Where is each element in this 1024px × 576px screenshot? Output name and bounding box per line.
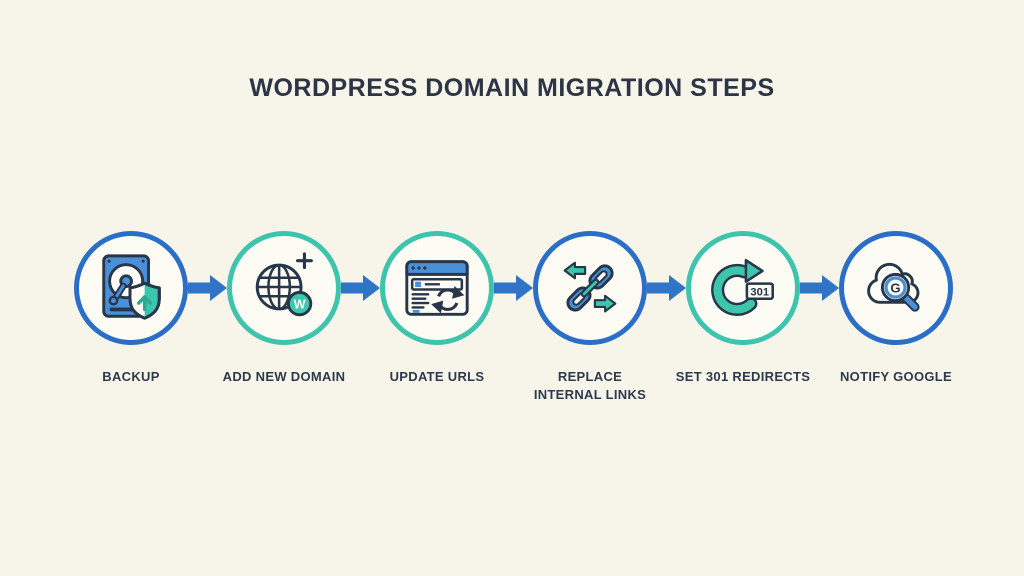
arrow-right-icon <box>800 231 839 345</box>
google-letter: G <box>890 280 900 295</box>
step-label: REPLACE INTERNAL LINKS <box>533 369 647 402</box>
browser-refresh-icon <box>405 260 469 316</box>
step-add-new-domain: W ADD NEW DOMAIN <box>223 231 345 384</box>
page-title: WORDPRESS DOMAIN MIGRATION STEPS <box>249 74 775 102</box>
wordpress-letter: W <box>294 297 306 311</box>
arrow-left-icon <box>563 261 587 280</box>
chain-links-swap-icon <box>563 261 617 313</box>
step-replace-internal-links: REPLACE INTERNAL LINKS <box>533 231 647 402</box>
hard-drive-backup-shield-icon <box>102 254 161 320</box>
migration-steps-flow: BACKUP <box>74 231 953 402</box>
step-set-301-redirects: 301 SET 301 REDIRECTS <box>676 231 810 384</box>
arrow-right-icon <box>593 294 617 313</box>
arrow-right-icon <box>494 231 533 345</box>
refresh-arrows-icon <box>431 286 465 314</box>
step-update-urls: UPDATE URLS <box>380 231 494 384</box>
step-label: SET 301 REDIRECTS <box>675 369 811 384</box>
step-notify-google: G NOTIFY GOOGLE <box>839 231 953 384</box>
step-label: UPDATE URLS <box>389 369 485 384</box>
wordpress-badge <box>286 290 313 317</box>
step-circle: 301 <box>686 231 800 345</box>
arrow-right-icon <box>341 231 380 345</box>
arrow-right-icon <box>647 231 686 345</box>
address-bar <box>410 277 464 291</box>
step-label: ADD NEW DOMAIN <box>222 369 346 384</box>
step-circle <box>533 231 647 345</box>
step-label: NOTIFY GOOGLE <box>839 369 953 384</box>
step-circle: G <box>839 231 953 345</box>
301-badge-text: 301 <box>750 286 769 298</box>
step-circle <box>380 231 494 345</box>
redirect-loop-icon: 301 <box>711 258 774 316</box>
plus-icon <box>296 252 313 270</box>
301-badge <box>745 282 774 300</box>
globe-add-domain-icon: W <box>255 252 313 317</box>
step-circle: W <box>227 231 341 345</box>
arrow-right-icon <box>188 231 227 345</box>
cloud-search-google-icon: G <box>867 262 920 312</box>
step-label: BACKUP <box>102 369 160 384</box>
step-backup: BACKUP <box>74 231 188 384</box>
step-circle <box>74 231 188 345</box>
